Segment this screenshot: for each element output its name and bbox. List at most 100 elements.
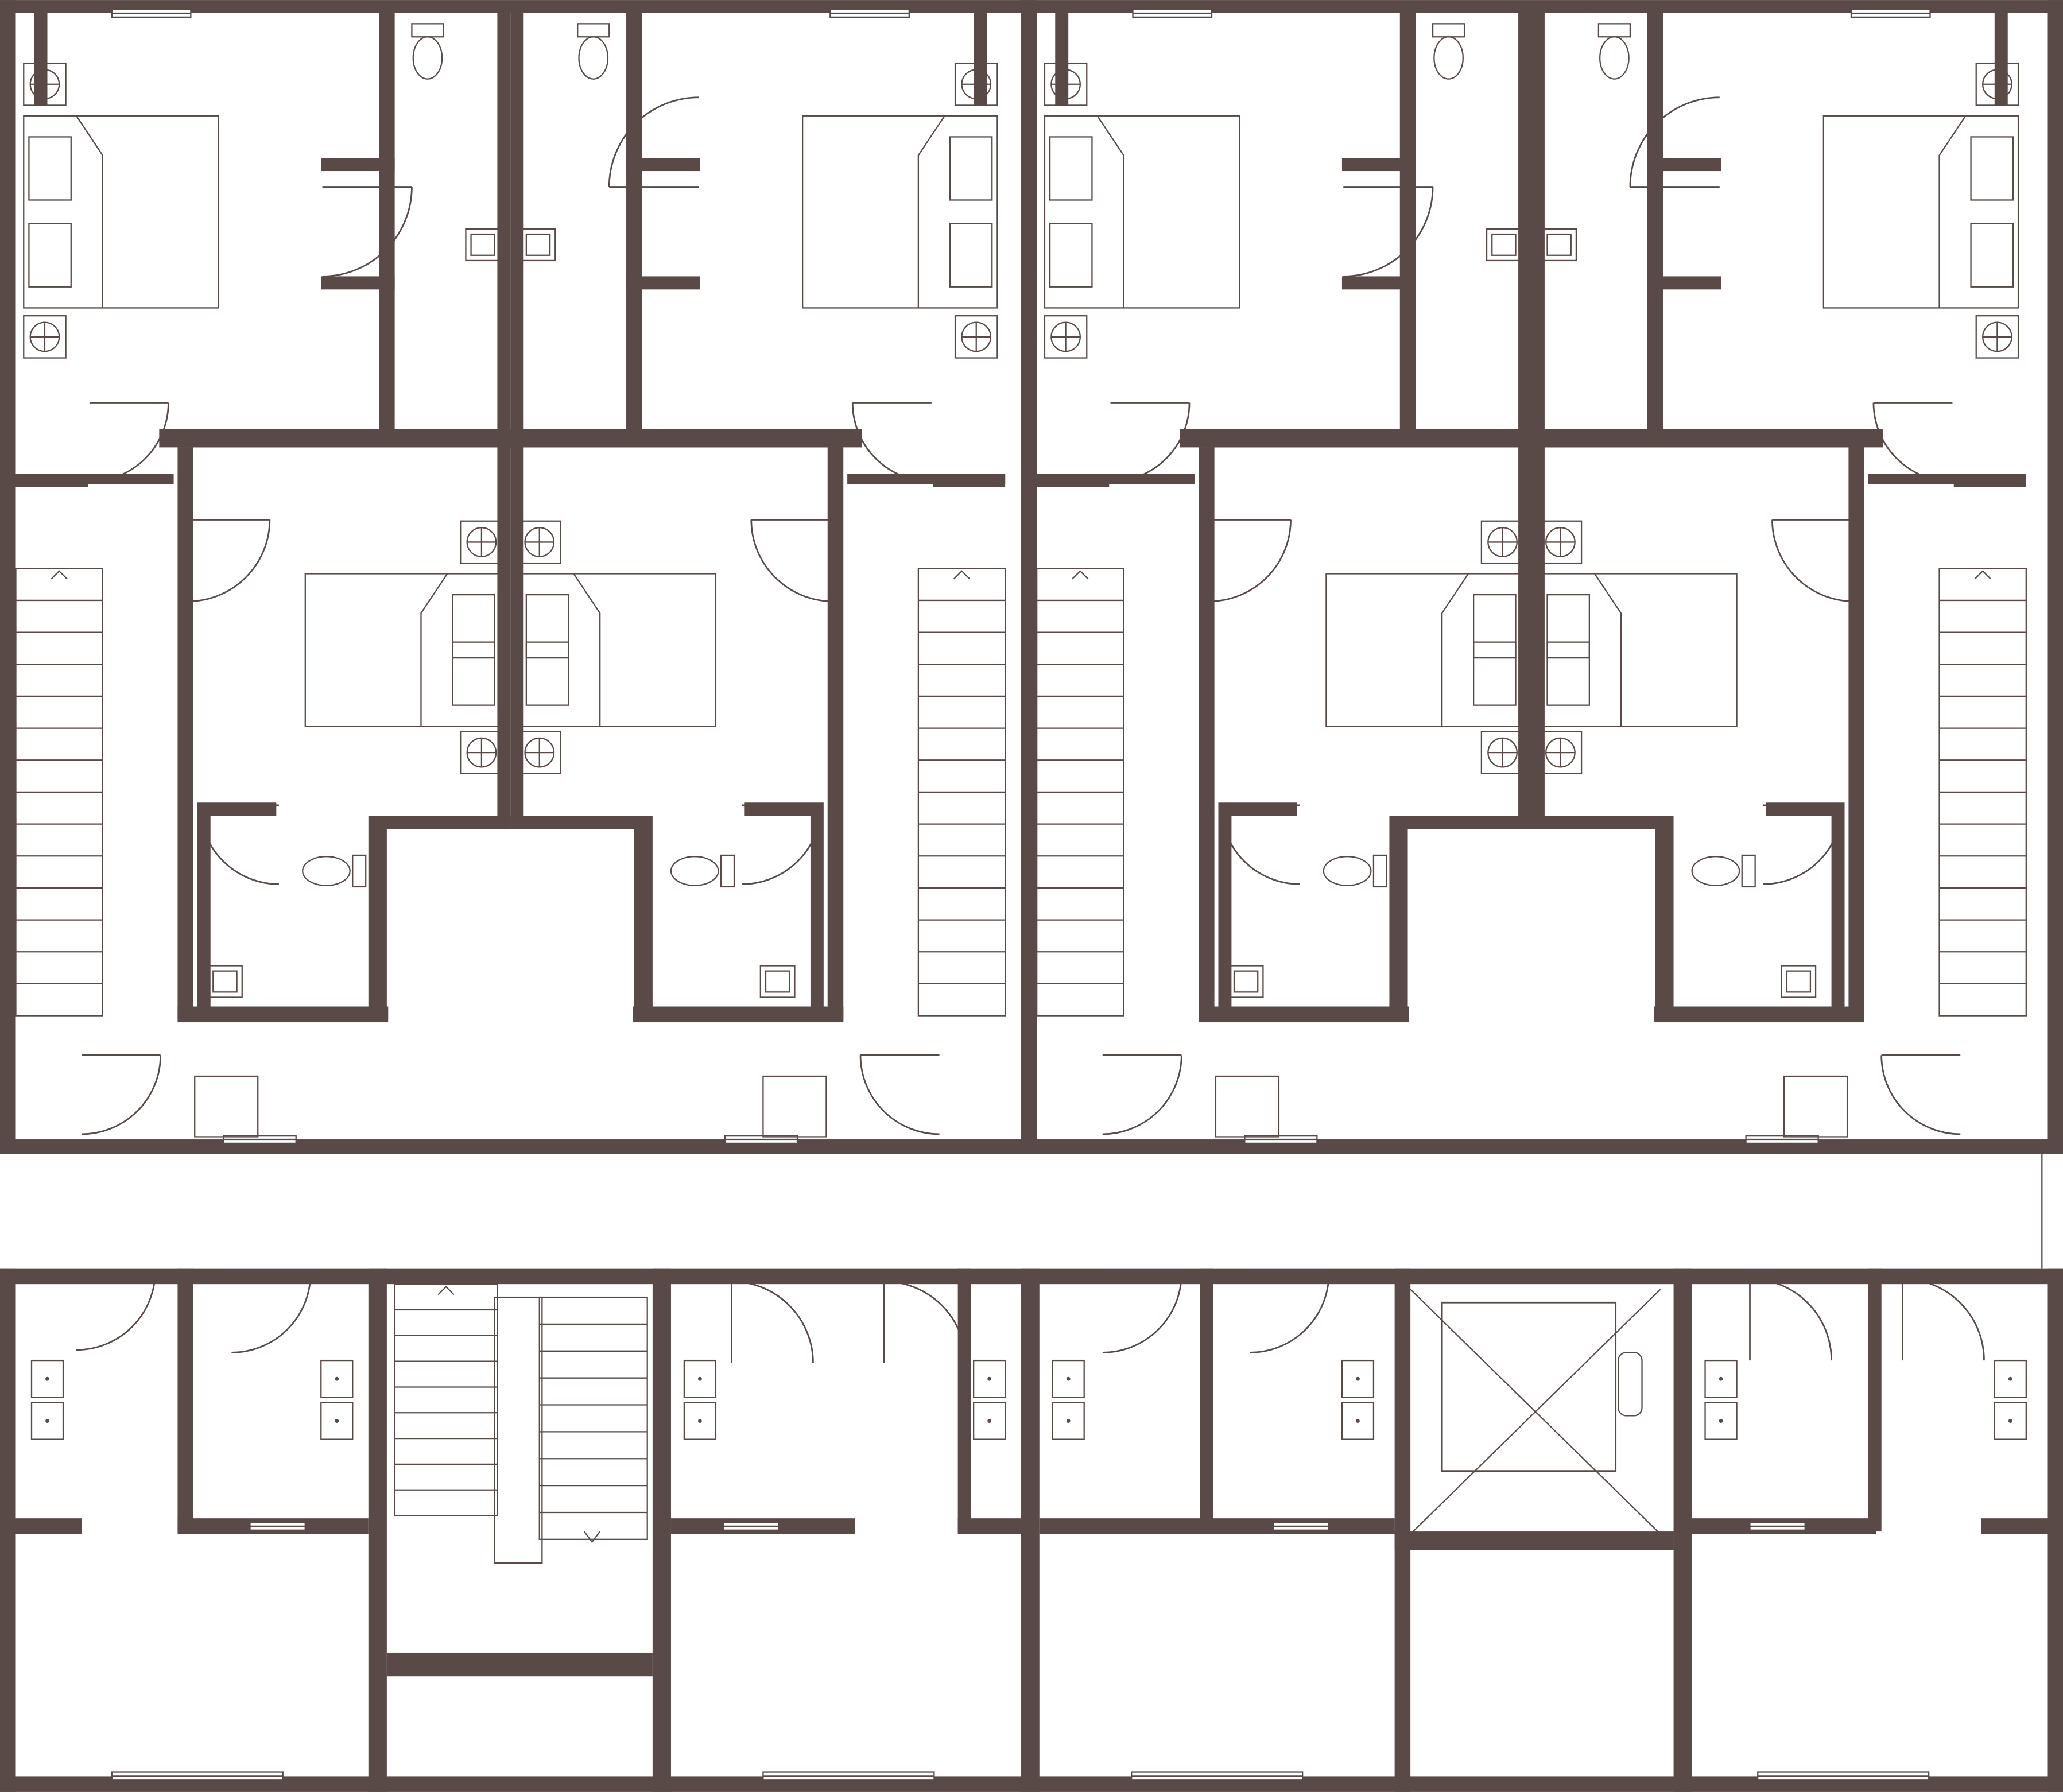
pillow (1049, 223, 1093, 288)
wall (810, 816, 824, 1013)
desk (194, 1075, 259, 1138)
nightstand (1975, 315, 2019, 359)
wall (1037, 474, 1195, 484)
basin-drain (1356, 1419, 1360, 1423)
basin-drain (45, 1376, 49, 1381)
basin-icon (1052, 1402, 1085, 1440)
wall (1389, 816, 1408, 1013)
wall (379, 13, 395, 437)
wall (652, 1268, 671, 1792)
desk (762, 1075, 827, 1138)
basin-icon (1704, 1402, 1738, 1440)
pillow (28, 136, 72, 201)
wall (626, 276, 700, 290)
stair-arrow (583, 1531, 601, 1543)
sink-basin (1786, 970, 1812, 993)
doors (76, 96, 1985, 1363)
wall (0, 1268, 16, 1792)
toilet-tank (1432, 23, 1465, 38)
toilet-icon (578, 36, 609, 80)
basin-icon (1704, 1359, 1738, 1398)
toilet-tank (411, 23, 444, 38)
basin-drain (1356, 1376, 1360, 1381)
wall (1868, 1268, 1882, 1532)
basin-drain (1719, 1376, 1723, 1381)
desk (1215, 1075, 1280, 1138)
bed (1325, 573, 1522, 727)
wall (1981, 1518, 2048, 1534)
sink-icon (759, 965, 796, 998)
basin-icon (1994, 1359, 2027, 1398)
nightstand (954, 315, 998, 359)
door-swing (1102, 1273, 1182, 1353)
basin-drain (1066, 1419, 1071, 1423)
toilet-tank (1372, 854, 1388, 888)
toilet-tank (1597, 23, 1631, 38)
wall (626, 13, 642, 437)
basin-drain (335, 1419, 339, 1423)
toilet-icon (1433, 36, 1464, 80)
wall (497, 13, 511, 829)
fixtures (23, 23, 2027, 1535)
basin-drain (1719, 1419, 1723, 1423)
door-swing (1220, 804, 1300, 885)
nightstand (517, 731, 561, 774)
wall (197, 816, 211, 1013)
nightstand (1975, 62, 2019, 106)
basin-drain (987, 1376, 992, 1381)
basin-icon (1341, 1402, 1375, 1440)
pillow (452, 641, 495, 706)
basin-drain (1066, 1376, 1071, 1381)
basin-icon (30, 1402, 64, 1440)
door-swing (750, 519, 833, 602)
nightstand (1044, 315, 1088, 359)
wall (2047, 1268, 2063, 1792)
sink-icon (1228, 965, 1264, 998)
desk (1783, 1075, 1848, 1138)
nightstand (1044, 62, 1088, 106)
basin-drain (987, 1419, 992, 1423)
pillow (525, 641, 569, 706)
pillow (525, 594, 569, 659)
wall (1831, 816, 1845, 1013)
nightstand (954, 62, 998, 106)
bed (520, 573, 717, 727)
stair-arrow (1974, 570, 1991, 580)
nightstand (517, 520, 561, 564)
door-swing (1763, 804, 1843, 885)
basin-icon (320, 1359, 354, 1398)
basin-drain (45, 1419, 49, 1423)
sink-basin (1491, 233, 1517, 256)
wall (1647, 276, 1721, 290)
nightstand (1480, 731, 1525, 774)
wall (1039, 1518, 1211, 1534)
pillow (1546, 594, 1590, 659)
bed-sheet (1938, 115, 1967, 308)
bed (802, 115, 998, 309)
pillow (949, 136, 993, 201)
wall (177, 1268, 193, 1532)
sink-icon (1486, 228, 1522, 262)
wall (177, 447, 193, 1021)
toilet-icon (302, 856, 351, 886)
door-swing (859, 1054, 940, 1135)
toilet-tank (352, 854, 367, 888)
nightstand (23, 315, 67, 359)
basin-icon (1052, 1359, 1085, 1398)
door-swing (1749, 1278, 1832, 1361)
toilet-icon (1323, 856, 1372, 886)
nightstand (460, 731, 503, 774)
door-swing (231, 1273, 312, 1353)
wall (626, 158, 700, 172)
toilet-icon (1599, 36, 1630, 80)
wall (1199, 447, 1215, 1021)
basin-drain (2008, 1419, 2012, 1423)
basin-drain (697, 1419, 702, 1423)
door-swing (1110, 402, 1191, 483)
basin-icon (320, 1402, 354, 1440)
door-swing (731, 1281, 814, 1363)
bed (1044, 115, 1240, 309)
pillow (949, 223, 993, 288)
wall (1405, 816, 1531, 829)
pillow (1472, 641, 1517, 706)
